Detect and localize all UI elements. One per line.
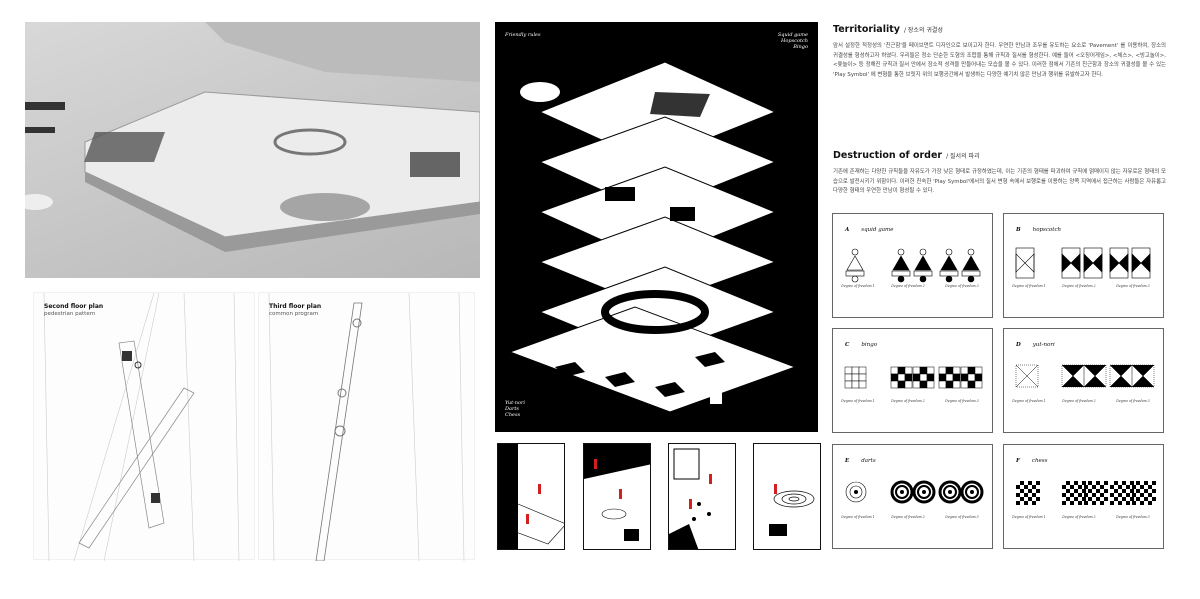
game-layers-poster: Friendly rules Squid game Hopscotch Bing…: [495, 22, 818, 432]
third-floor-plan: Third floor plan common program: [258, 292, 475, 561]
plan-title: Second floor plan: [44, 303, 104, 310]
degree-of-freedom-caption: Degree of freedom 3: [945, 284, 979, 288]
card-game-name: squid game: [861, 227, 894, 233]
degree-of-freedom-diagrams: [1015, 247, 1151, 279]
section-body: 기존에 존재하는 다양한 규칙들을 자유도가 가장 낮은 형태로 규정하였는데,…: [833, 169, 1166, 195]
section-subtitle: / 장소의 귀결성: [903, 27, 943, 34]
degree-of-freedom-diagrams: [845, 480, 984, 504]
degree-of-freedom-caption: Degree of freedom 3: [1116, 515, 1150, 519]
bridge-render-drawing: [17, 22, 481, 252]
scene-panel-1: [497, 443, 565, 550]
degree-of-freedom-caption: Degree of freedom 1: [1012, 515, 1046, 519]
exploded-game-boards-illustration: [508, 61, 797, 413]
second-floor-plan: Second floor plan pedestrian pattern: [33, 292, 255, 561]
card-game-name: chess: [1031, 458, 1048, 464]
card-letter: F: [1016, 458, 1020, 464]
card-letter: A: [845, 227, 850, 233]
card-letter: D: [1016, 342, 1021, 348]
degree-of-freedom-caption: Degree of freedom 3: [1116, 399, 1150, 403]
poster-game-label: Yut-nori: [505, 400, 526, 406]
plan-subtitle: pedestrian pattern: [44, 311, 96, 317]
bridge-render-image: [17, 22, 481, 278]
card-letter: B: [1016, 227, 1021, 233]
poster-games-top: Squid game Hopscotch Bingo: [778, 32, 808, 50]
scene-illustration: [769, 484, 815, 536]
section-body: 앞서 설정한 적정성의 '친근함'을 페이브먼트 디자인으로 보이고자 한다. …: [833, 43, 1166, 78]
poster-game-label: Hopscotch: [781, 38, 808, 44]
degree-of-freedom-caption: Degree of freedom 2: [1062, 515, 1096, 519]
section-subtitle: / 질서의 파괴: [946, 153, 980, 160]
poster-label-friendly-rules: Friendly rules: [505, 32, 541, 38]
degree-of-freedom-caption: Degree of freedom 2: [891, 515, 925, 519]
scene-panel-4: [753, 443, 821, 550]
poster-game-label: Squid game: [777, 32, 808, 38]
degree-of-freedom-caption: Degree of freedom 1: [841, 284, 875, 288]
second-floor-plan-drawing: [43, 293, 240, 561]
scene-illustration: [584, 444, 650, 541]
degree-of-freedom-diagrams: [844, 366, 983, 389]
card-game-name: bingo: [861, 342, 878, 348]
degree-of-freedom-caption: Degree of freedom 3: [945, 515, 979, 519]
plan-subtitle: common program: [269, 311, 319, 317]
degree-of-freedom-caption: Degree of freedom 2: [1062, 284, 1096, 288]
degree-of-freedom-diagrams: [845, 248, 981, 283]
poster-game-label: Chess: [505, 412, 521, 418]
scene-panel-2: [583, 443, 651, 550]
degree-of-freedom-caption: Degree of freedom 3: [945, 399, 979, 403]
scene-illustration: [498, 444, 564, 549]
section-destruction-of-order: Destruction of order/ 질서의 파괴 기존에 존재하는 다양…: [833, 150, 1166, 197]
card-game-name: yut-nori: [1032, 342, 1055, 348]
poster-games-bottom: Yut-nori Darts Chess: [505, 400, 525, 418]
card-letter: C: [845, 342, 850, 348]
degree-of-freedom-caption: Degree of freedom 1: [1012, 399, 1046, 403]
poster-game-label: Darts: [505, 406, 519, 412]
degree-of-freedom-caption: Degree of freedom 1: [841, 515, 875, 519]
degree-of-freedom-diagrams: [1016, 481, 1156, 505]
section-territoriality: Territoriality/ 장소의 귀결성 앞서 설정한 적정성의 '친근함…: [833, 24, 1166, 80]
scene-panel-3: [668, 443, 736, 550]
scene-illustration: [669, 448, 712, 549]
degree-of-freedom-caption: Degree of freedom 3: [1116, 284, 1150, 288]
card-game-name: hopscotch: [1032, 227, 1062, 233]
poster-game-label: Bingo: [793, 44, 808, 50]
degree-of-freedom-diagrams: [1015, 364, 1155, 388]
degree-of-freedom-caption: Degree of freedom 1: [1012, 284, 1046, 288]
degree-of-freedom-caption: Degree of freedom 2: [891, 399, 925, 403]
degree-of-freedom-caption: Degree of freedom 2: [1062, 399, 1096, 403]
section-title: Territoriality: [833, 24, 900, 35]
third-floor-plan-drawing: [268, 293, 465, 561]
degree-of-freedom-caption: Degree of freedom 1: [841, 399, 875, 403]
card-game-name: darts: [861, 458, 876, 464]
card-letter: E: [845, 458, 850, 464]
plan-title: Third floor plan: [269, 303, 322, 310]
section-title: Destruction of order: [833, 150, 943, 161]
degree-of-freedom-caption: Degree of freedom 2: [891, 284, 925, 288]
